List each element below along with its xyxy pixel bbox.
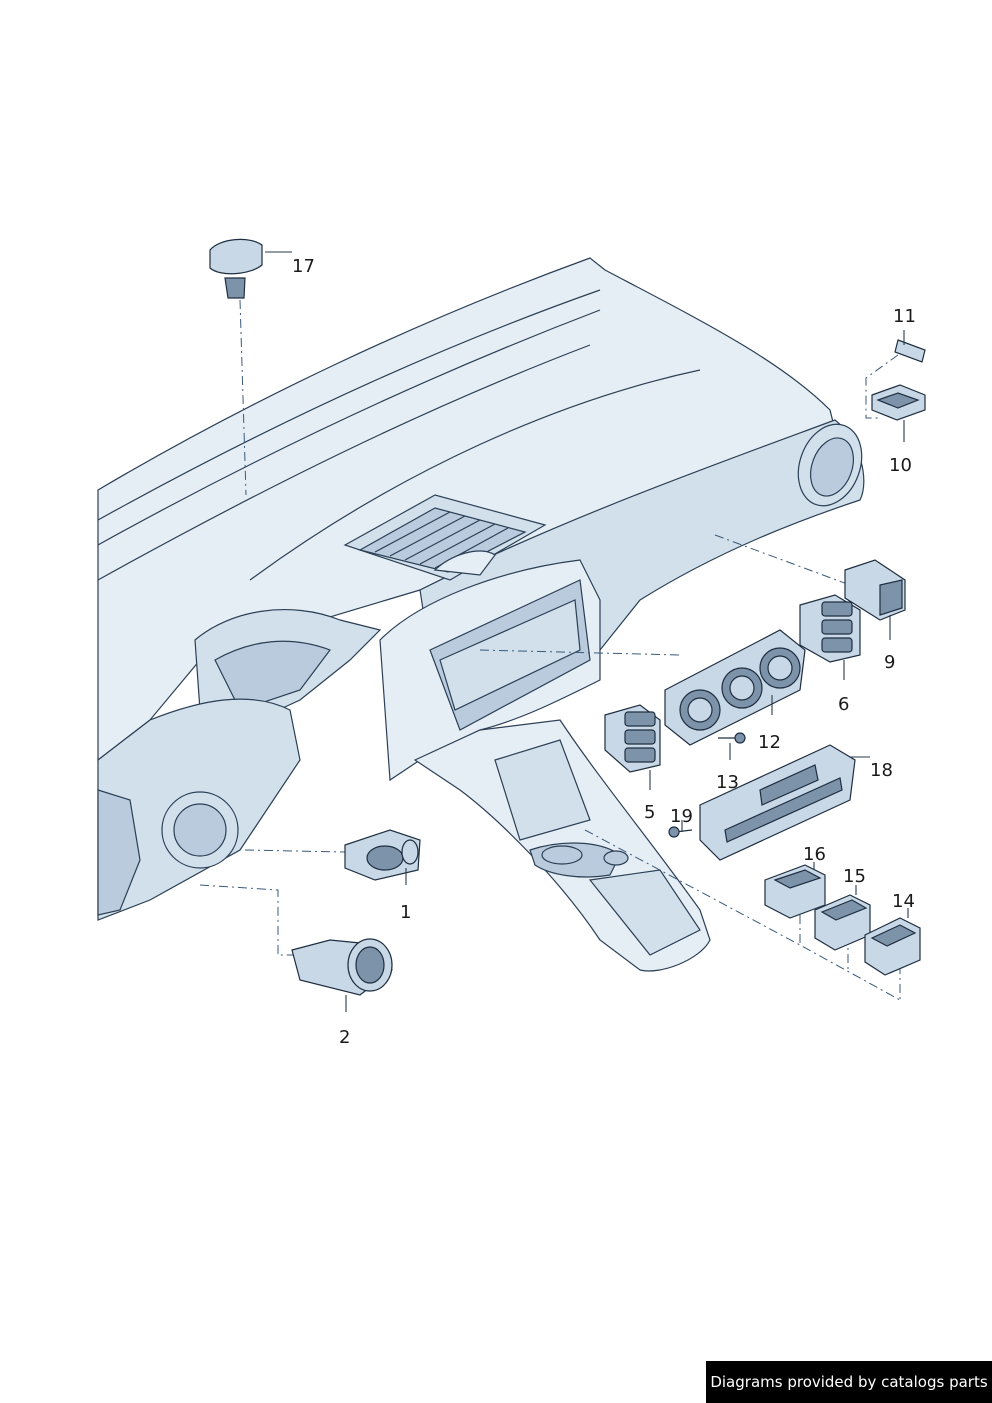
- footer-credit-text: Diagrams provided by catalogs parts: [710, 1373, 988, 1391]
- callout-2: 2: [339, 1027, 350, 1048]
- part-9-switch: [844, 559, 906, 621]
- callout-6: 6: [838, 694, 849, 715]
- callout-10: 10: [889, 455, 912, 476]
- callout-17: 17: [292, 256, 315, 277]
- part-10-switch: [871, 384, 926, 421]
- footer-credit: Diagrams provided by catalogs parts: [706, 1361, 992, 1403]
- part-16-switch: [764, 864, 826, 919]
- part-5-switch-block: [604, 704, 661, 773]
- callout-18: 18: [870, 760, 893, 781]
- callout-12: 12: [758, 732, 781, 753]
- callout-leaders: [265, 251, 909, 1012]
- left-air-vent: [161, 791, 239, 869]
- callout-5: 5: [644, 802, 655, 823]
- callout-16: 16: [803, 844, 826, 865]
- callout-15: 15: [843, 866, 866, 887]
- dash-dot-leaders: [199, 299, 901, 1001]
- dashboard-illustration: [97, 257, 865, 972]
- part-6-switch-block: [799, 594, 861, 663]
- callout-11: 11: [893, 306, 916, 327]
- part-1-light-switch: [344, 829, 421, 881]
- part-15-switch: [814, 894, 871, 951]
- center-speaker-grille: [343, 494, 547, 581]
- part-13-screw: [718, 732, 746, 744]
- part-17-airbag-sensor: [209, 238, 263, 299]
- part-2-light-switch: [291, 938, 393, 996]
- right-air-vent: [797, 423, 863, 507]
- part-12-climate-control: [664, 629, 806, 746]
- part-19-screw: [668, 826, 693, 838]
- callout-14: 14: [892, 891, 915, 912]
- callout-1: 1: [400, 902, 411, 923]
- callout-19: 19: [670, 806, 693, 827]
- part-14-switch: [864, 917, 921, 976]
- part-18-climatronic-panel: [699, 744, 856, 861]
- callout-13: 13: [716, 772, 739, 793]
- callout-labels: 17 11 10 9 6 12 13 18 19 5 16 15 14 1 2: [292, 256, 916, 1048]
- callout-9: 9: [884, 652, 895, 673]
- part-11-clip: [894, 339, 926, 363]
